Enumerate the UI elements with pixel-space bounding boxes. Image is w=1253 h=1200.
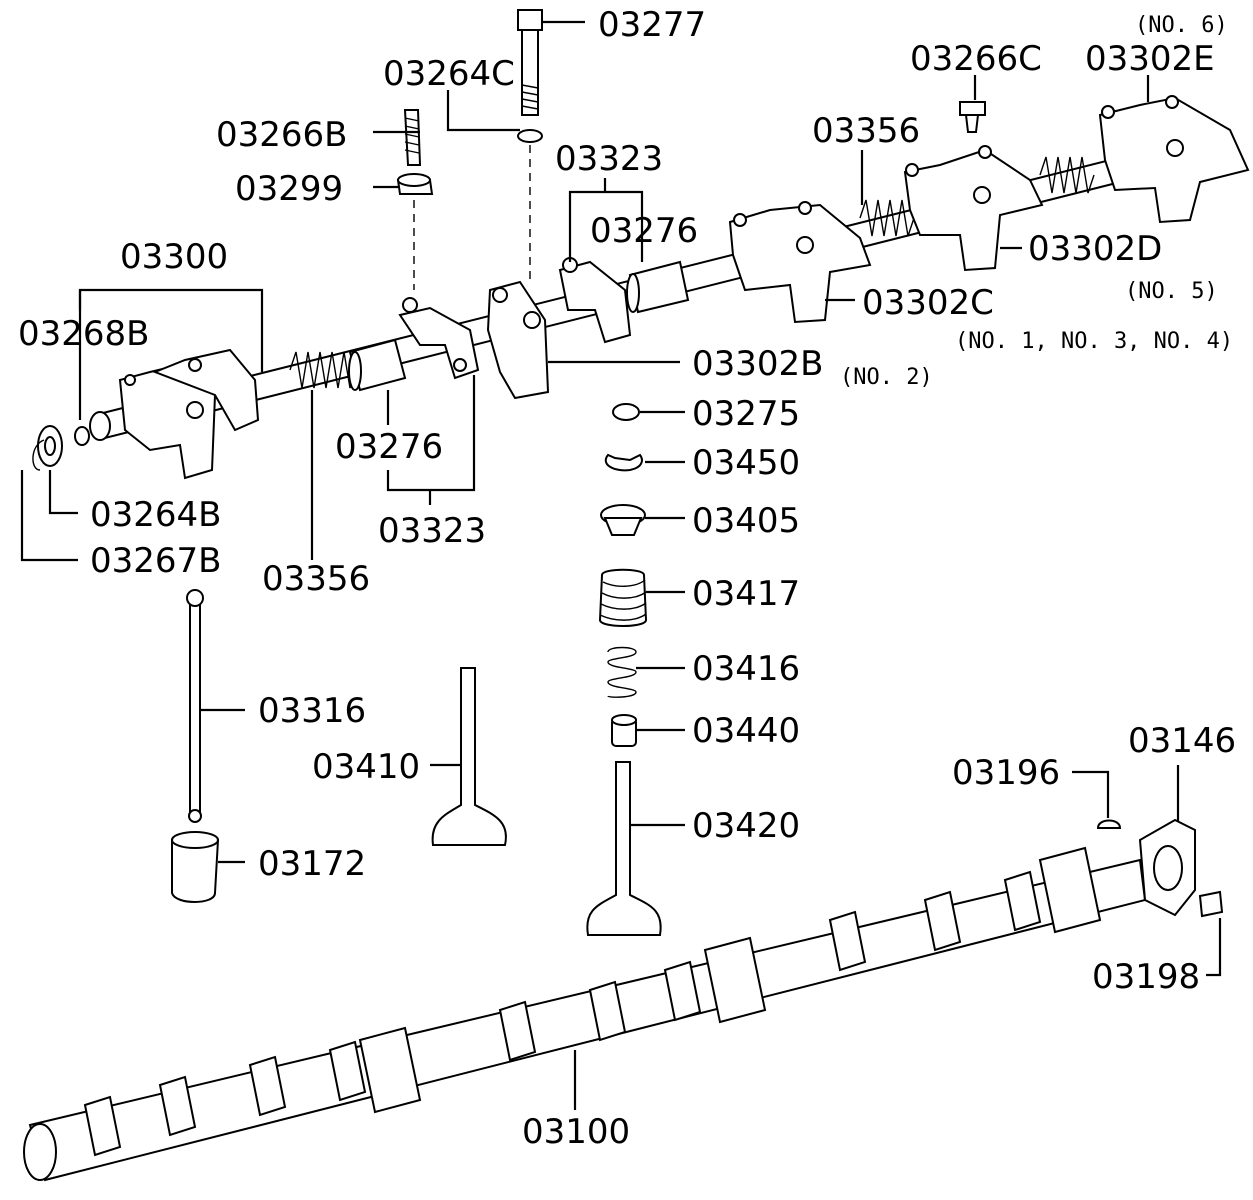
bolt-03277 [517,9,543,116]
rocker-arm-no1 [118,348,260,480]
note-no134: (NO. 1, NO. 3, NO. 4) [955,329,1233,354]
label-03410: 03410 [312,747,420,787]
label-03440: 03440 [692,711,800,751]
rocker-bracket-03302B [486,280,550,400]
nut-03299 [396,173,434,195]
label-03416: 03416 [692,649,800,689]
label-03356-right: 03356 [812,111,920,151]
label-03302B: 03302B [692,344,823,384]
clip-03267B [32,439,45,471]
spring-retainer-03405 [600,504,646,536]
spacer-03276-left [348,338,407,392]
rocker-bracket-03302E [1098,95,1250,224]
leader-lines [20,20,1222,1110]
label-03302C: 03302C [862,283,994,323]
thrust-plate-03146 [1138,818,1196,917]
spring-03356-far [1039,156,1095,194]
label-03264B: 03264B [90,495,221,535]
label-03323-right: 03323 [555,139,663,179]
bolt-03198 [1198,890,1224,918]
part-labels: 03277 03264C 03266B 03299 03300 03268B 0… [18,5,1236,1152]
valve-keeper-03450 [604,453,643,472]
rocker-arm-no3-pair [558,257,632,344]
spacer-03276-right [626,260,690,314]
label-03405: 03405 [692,501,800,541]
label-03417: 03417 [692,574,800,614]
label-03276-left: 03276 [335,427,443,467]
label-03266C: 03266C [910,39,1042,79]
label-03172: 03172 [258,844,366,884]
label-03146: 03146 [1128,721,1236,761]
label-03275: 03275 [692,394,800,434]
spring-03356-left [289,351,357,389]
valve-cap-03275 [612,403,640,421]
lifter-03172 [171,831,220,903]
label-03323-left: 03323 [378,511,486,551]
outer-valve-spring-03417 [598,568,648,627]
label-03300: 03300 [120,237,228,277]
label-03420: 03420 [692,806,800,846]
label-03198: 03198 [1092,957,1200,997]
woodruff-key-03196 [1096,819,1122,829]
label-03356-left: 03356 [262,559,370,599]
stud-03266B [403,109,422,166]
note-no5: (NO. 5) [1125,279,1218,304]
label-03302E: 03302E [1085,39,1215,79]
inner-valve-spring-03416 [607,646,637,698]
label-03450: 03450 [692,443,800,483]
camshaft-03100 [23,846,1147,1182]
rocker-bracket-03302D [903,145,1044,272]
bolt-03266C [959,101,986,133]
label-03266B: 03266B [216,115,347,155]
label-03276-right: 03276 [590,211,698,251]
label-03302D: 03302D [1028,229,1162,269]
plug-03268B [74,426,90,446]
label-03264C: 03264C [383,54,515,94]
label-03277: 03277 [598,5,706,45]
rocker-bracket-03302C [728,201,872,324]
label-03100: 03100 [522,1112,630,1152]
exhaust-valve-03420 [586,761,662,936]
washer-03264B [37,425,63,467]
label-03268B: 03268B [18,314,149,354]
note-no2: (NO. 2) [840,365,933,390]
label-03267B: 03267B [90,541,221,581]
label-03196: 03196 [952,753,1060,793]
washer-03264C [517,129,543,143]
label-03316: 03316 [258,691,366,731]
valve-stem-seal-03440 [611,714,637,747]
note-no6: (NO. 6) [1135,13,1228,38]
pushrod-03316 [186,589,204,823]
spring-03356-right [859,199,915,237]
label-03299: 03299 [235,169,343,209]
rocker-arm-no2-pair [398,297,480,380]
intake-valve-03410 [431,667,507,846]
